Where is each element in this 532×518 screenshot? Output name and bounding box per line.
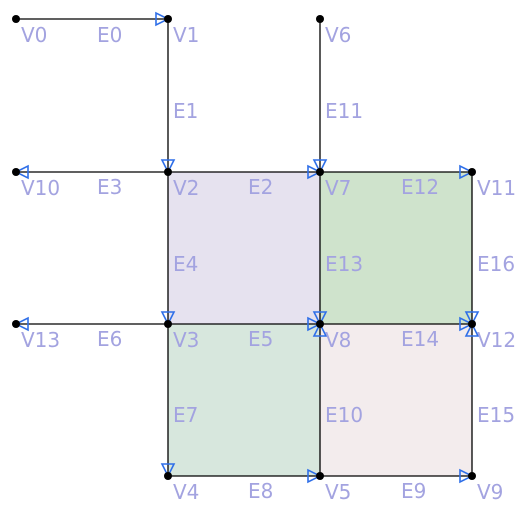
edges-layer (16, 18, 473, 477)
face-v8-v12-v9-v5 (320, 324, 472, 476)
vertex-label-v6: V6 (325, 23, 351, 47)
edge-label-e0: E0 (97, 23, 122, 47)
vertices-layer (12, 15, 476, 480)
edge-label-e10: E10 (325, 403, 363, 427)
vertex-label-v9: V9 (477, 480, 503, 504)
edge-label-e5: E5 (248, 327, 273, 351)
arrows-layer (14, 11, 480, 484)
vertex-v8 (316, 320, 324, 328)
face-v3-v8-v5-v4 (168, 324, 320, 476)
edge-label-e15: E15 (477, 403, 515, 427)
arrowhead-7 (160, 463, 176, 478)
vertex-v12 (468, 320, 476, 328)
vertex-v11 (468, 168, 476, 176)
edge-label-e8: E8 (248, 479, 273, 503)
vertex-v13 (12, 320, 20, 328)
vertex-label-v1: V1 (173, 23, 199, 47)
vertex-v3 (164, 320, 172, 328)
edge-label-e9: E9 (401, 479, 426, 503)
arrowhead-14 (459, 316, 474, 332)
vertex-label-v11: V11 (477, 176, 516, 200)
arrowhead-10 (312, 322, 328, 337)
edge-label-e7: E7 (173, 403, 198, 427)
vertex-v6 (316, 15, 324, 23)
vertex-v2 (164, 168, 172, 176)
vertex-v7 (316, 168, 324, 176)
edge-label-e2: E2 (248, 175, 273, 199)
edge-label-e13: E13 (325, 252, 363, 276)
vertex-label-v12: V12 (477, 328, 516, 352)
edge-label-e12: E12 (401, 175, 439, 199)
vertex-label-v5: V5 (325, 480, 351, 504)
vertex-v10 (12, 168, 20, 176)
arrowhead-2 (307, 164, 322, 180)
edge-label-e14: E14 (401, 327, 439, 351)
arrowhead-6 (14, 316, 29, 332)
vertex-v4 (164, 472, 172, 480)
edge-label-e3: E3 (97, 175, 122, 199)
arrowhead-0 (155, 11, 170, 27)
vertex-label-v4: V4 (173, 480, 199, 504)
face-v7-v11-v12-v8 (320, 172, 472, 324)
faces-layer (168, 172, 472, 476)
arrowhead-16 (464, 311, 480, 326)
vertex-label-v13: V13 (21, 328, 60, 352)
vertex-v1 (164, 15, 172, 23)
arrowhead-4 (160, 311, 176, 326)
vertex-label-v0: V0 (21, 23, 47, 47)
arrowhead-11 (312, 159, 328, 174)
arrowhead-1 (160, 159, 176, 174)
edge-label-e6: E6 (97, 327, 122, 351)
arrowhead-8 (307, 468, 322, 484)
vertex-label-v8: V8 (325, 328, 351, 352)
edge-label-e16: E16 (477, 252, 515, 276)
vertex-label-v7: V7 (325, 176, 351, 200)
arrowhead-15 (464, 322, 480, 337)
arrowhead-9 (459, 468, 474, 484)
face-v2-v7-v8-v3 (168, 172, 320, 324)
vertex-v9 (468, 472, 476, 480)
edge-label-e11: E11 (325, 99, 363, 123)
edge-label-e1: E1 (173, 99, 198, 123)
arrowhead-12 (459, 164, 474, 180)
vertex-label-v3: V3 (173, 328, 199, 352)
arrowhead-5 (307, 316, 322, 332)
vertex-v5 (316, 472, 324, 480)
vertex-label-v2: V2 (173, 176, 199, 200)
vertex-v0 (12, 15, 20, 23)
edge-label-e4: E4 (173, 252, 198, 276)
arrowhead-13 (312, 311, 328, 326)
arrowhead-3 (14, 164, 29, 180)
vertex-label-v10: V10 (21, 176, 60, 200)
